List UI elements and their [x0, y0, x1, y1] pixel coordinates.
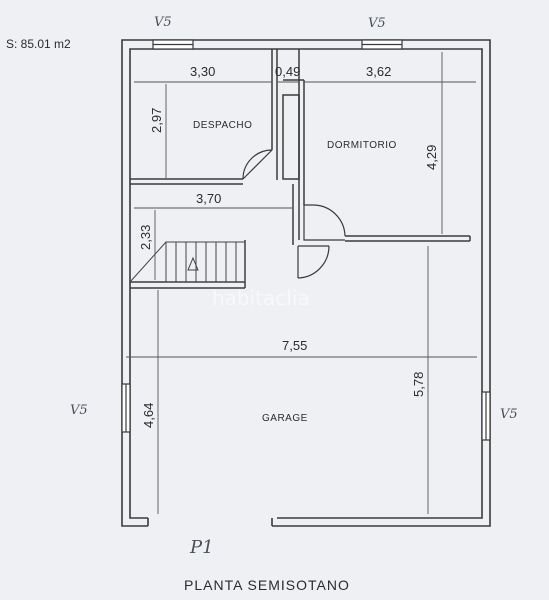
- room-garage-label: GARAGE: [262, 413, 308, 424]
- watermark: habitaclia: [212, 286, 310, 310]
- room-dormitorio-label: DORMITORIO: [327, 140, 397, 151]
- outer-walls: [121, 39, 491, 527]
- window-mark-top-right: V5: [368, 16, 386, 31]
- dim-garage-left-height: 4,64: [141, 403, 156, 428]
- dim-despacho-width: 3,30: [190, 64, 215, 79]
- dim-dormitorio-width: 3,62: [366, 64, 391, 79]
- interior-walls: [130, 49, 471, 289]
- dim-garage-width: 7,55: [282, 338, 307, 353]
- window-mark-left: V5: [70, 403, 88, 418]
- dimension-lines: [126, 52, 477, 514]
- dim-despacho-height: 2,97: [149, 108, 164, 133]
- surface-label: S: 85.01 m2: [6, 37, 71, 51]
- room-despacho-label: DESPACHO: [193, 120, 252, 131]
- dim-stair-height: 2,33: [138, 225, 153, 250]
- floor-marker: P1: [189, 537, 214, 558]
- dim-hall-width: 3,70: [196, 191, 221, 206]
- plan-title: PLANTA SEMISOTANO: [184, 577, 350, 593]
- window-mark-right: V5: [500, 407, 518, 422]
- staircase: [129, 241, 246, 283]
- doors: [242, 149, 346, 279]
- windows: [121, 39, 491, 441]
- dim-dormitorio-height: 4,29: [424, 145, 439, 170]
- window-mark-top-left: V5: [154, 15, 172, 30]
- dim-gap-width: 0,49: [275, 64, 300, 79]
- dim-garage-height: 5,78: [411, 372, 426, 397]
